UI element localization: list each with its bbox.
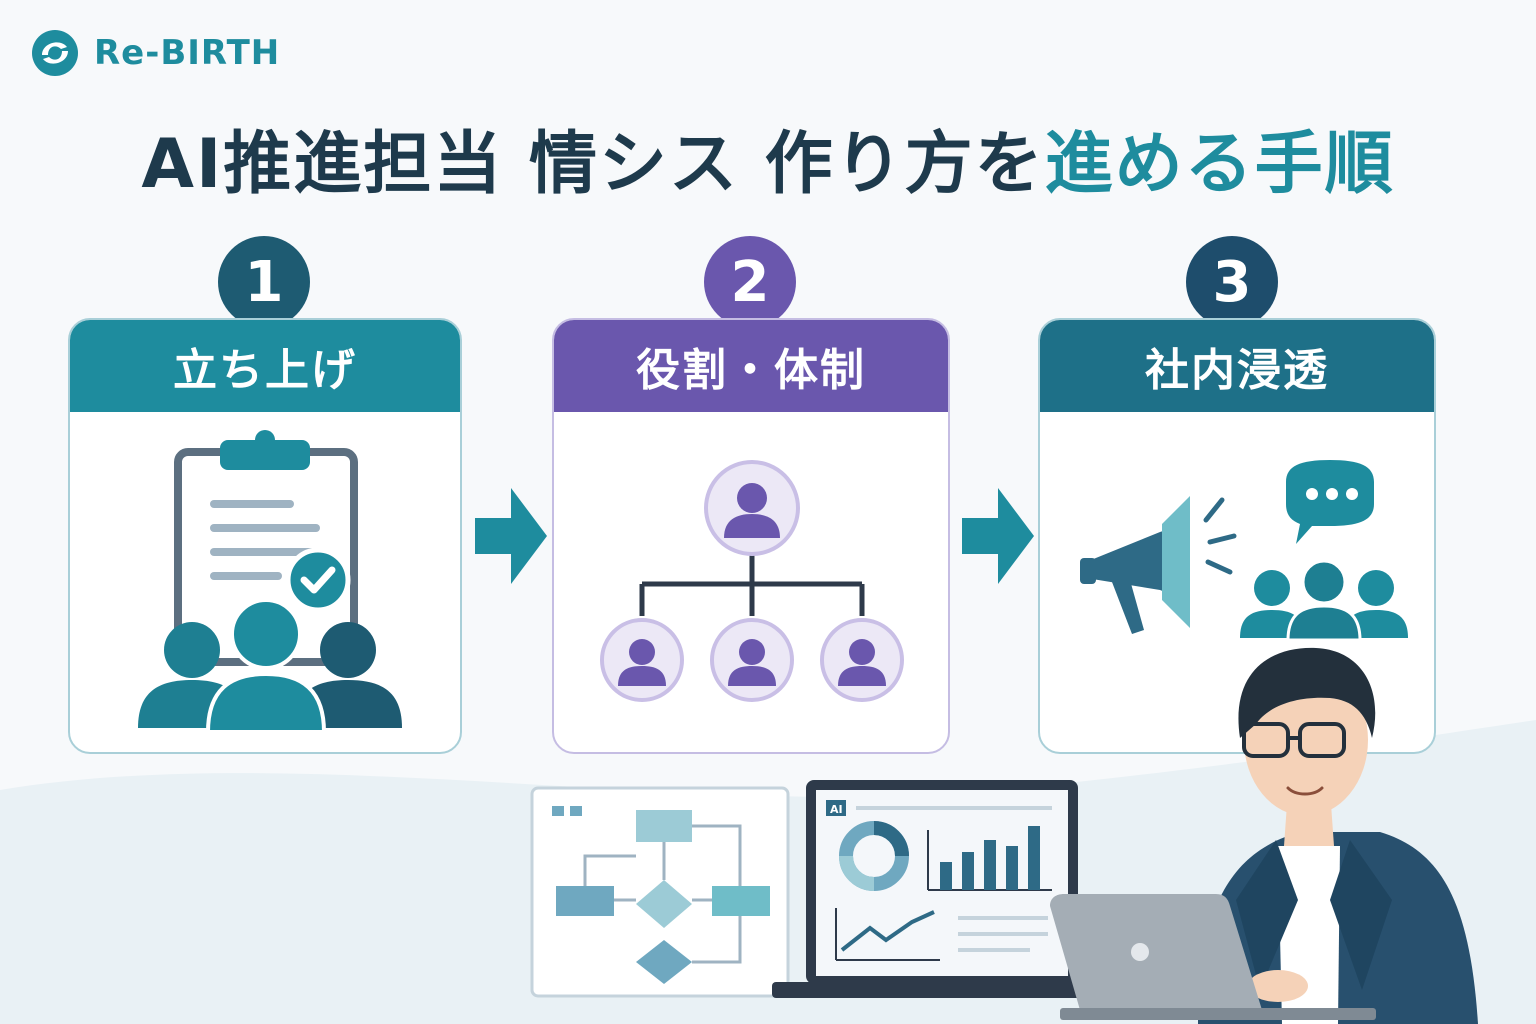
flowchart-panel: [530, 786, 790, 998]
man-illustration: [1198, 647, 1478, 1024]
page-title: AI推進担当 情シス 作り方を進める手順: [0, 108, 1536, 207]
title-highlight: 進める手順: [1044, 125, 1395, 204]
step-2-number: 2: [704, 236, 796, 328]
step-2-label: 役割・体制: [554, 320, 948, 412]
brand-logo: Re-BIRTH: [30, 28, 280, 78]
arrow-right-icon: [962, 488, 1034, 584]
clipboard-team-icon: [138, 430, 402, 734]
step-3-number: 3: [1186, 236, 1278, 328]
step-2-card: 役割・体制: [552, 318, 950, 754]
step-1-card: 立ち上げ: [68, 318, 462, 754]
arrow-right-icon: [475, 488, 547, 584]
monitor-ai-label: AI: [830, 803, 843, 816]
step-1-number: 1: [218, 236, 310, 328]
step-3-card: 社内浸透: [1038, 318, 1436, 754]
laptop-illustration: [1050, 894, 1376, 1020]
step-1-label: 立ち上げ: [70, 320, 460, 412]
brand-name: Re-BIRTH: [94, 33, 281, 73]
org-top-avatar: [704, 460, 800, 556]
monitor: AI: [772, 780, 1092, 998]
bottom-scene: AI: [530, 647, 1478, 1024]
step-3-label: 社内浸透: [1040, 320, 1434, 412]
swirl-logo-icon: [32, 30, 78, 76]
title-main: AI推進担当 情シス 作り方を: [141, 125, 1045, 204]
megaphone-audience-icon: [1080, 460, 1408, 642]
org-chart-icon: [600, 460, 904, 702]
